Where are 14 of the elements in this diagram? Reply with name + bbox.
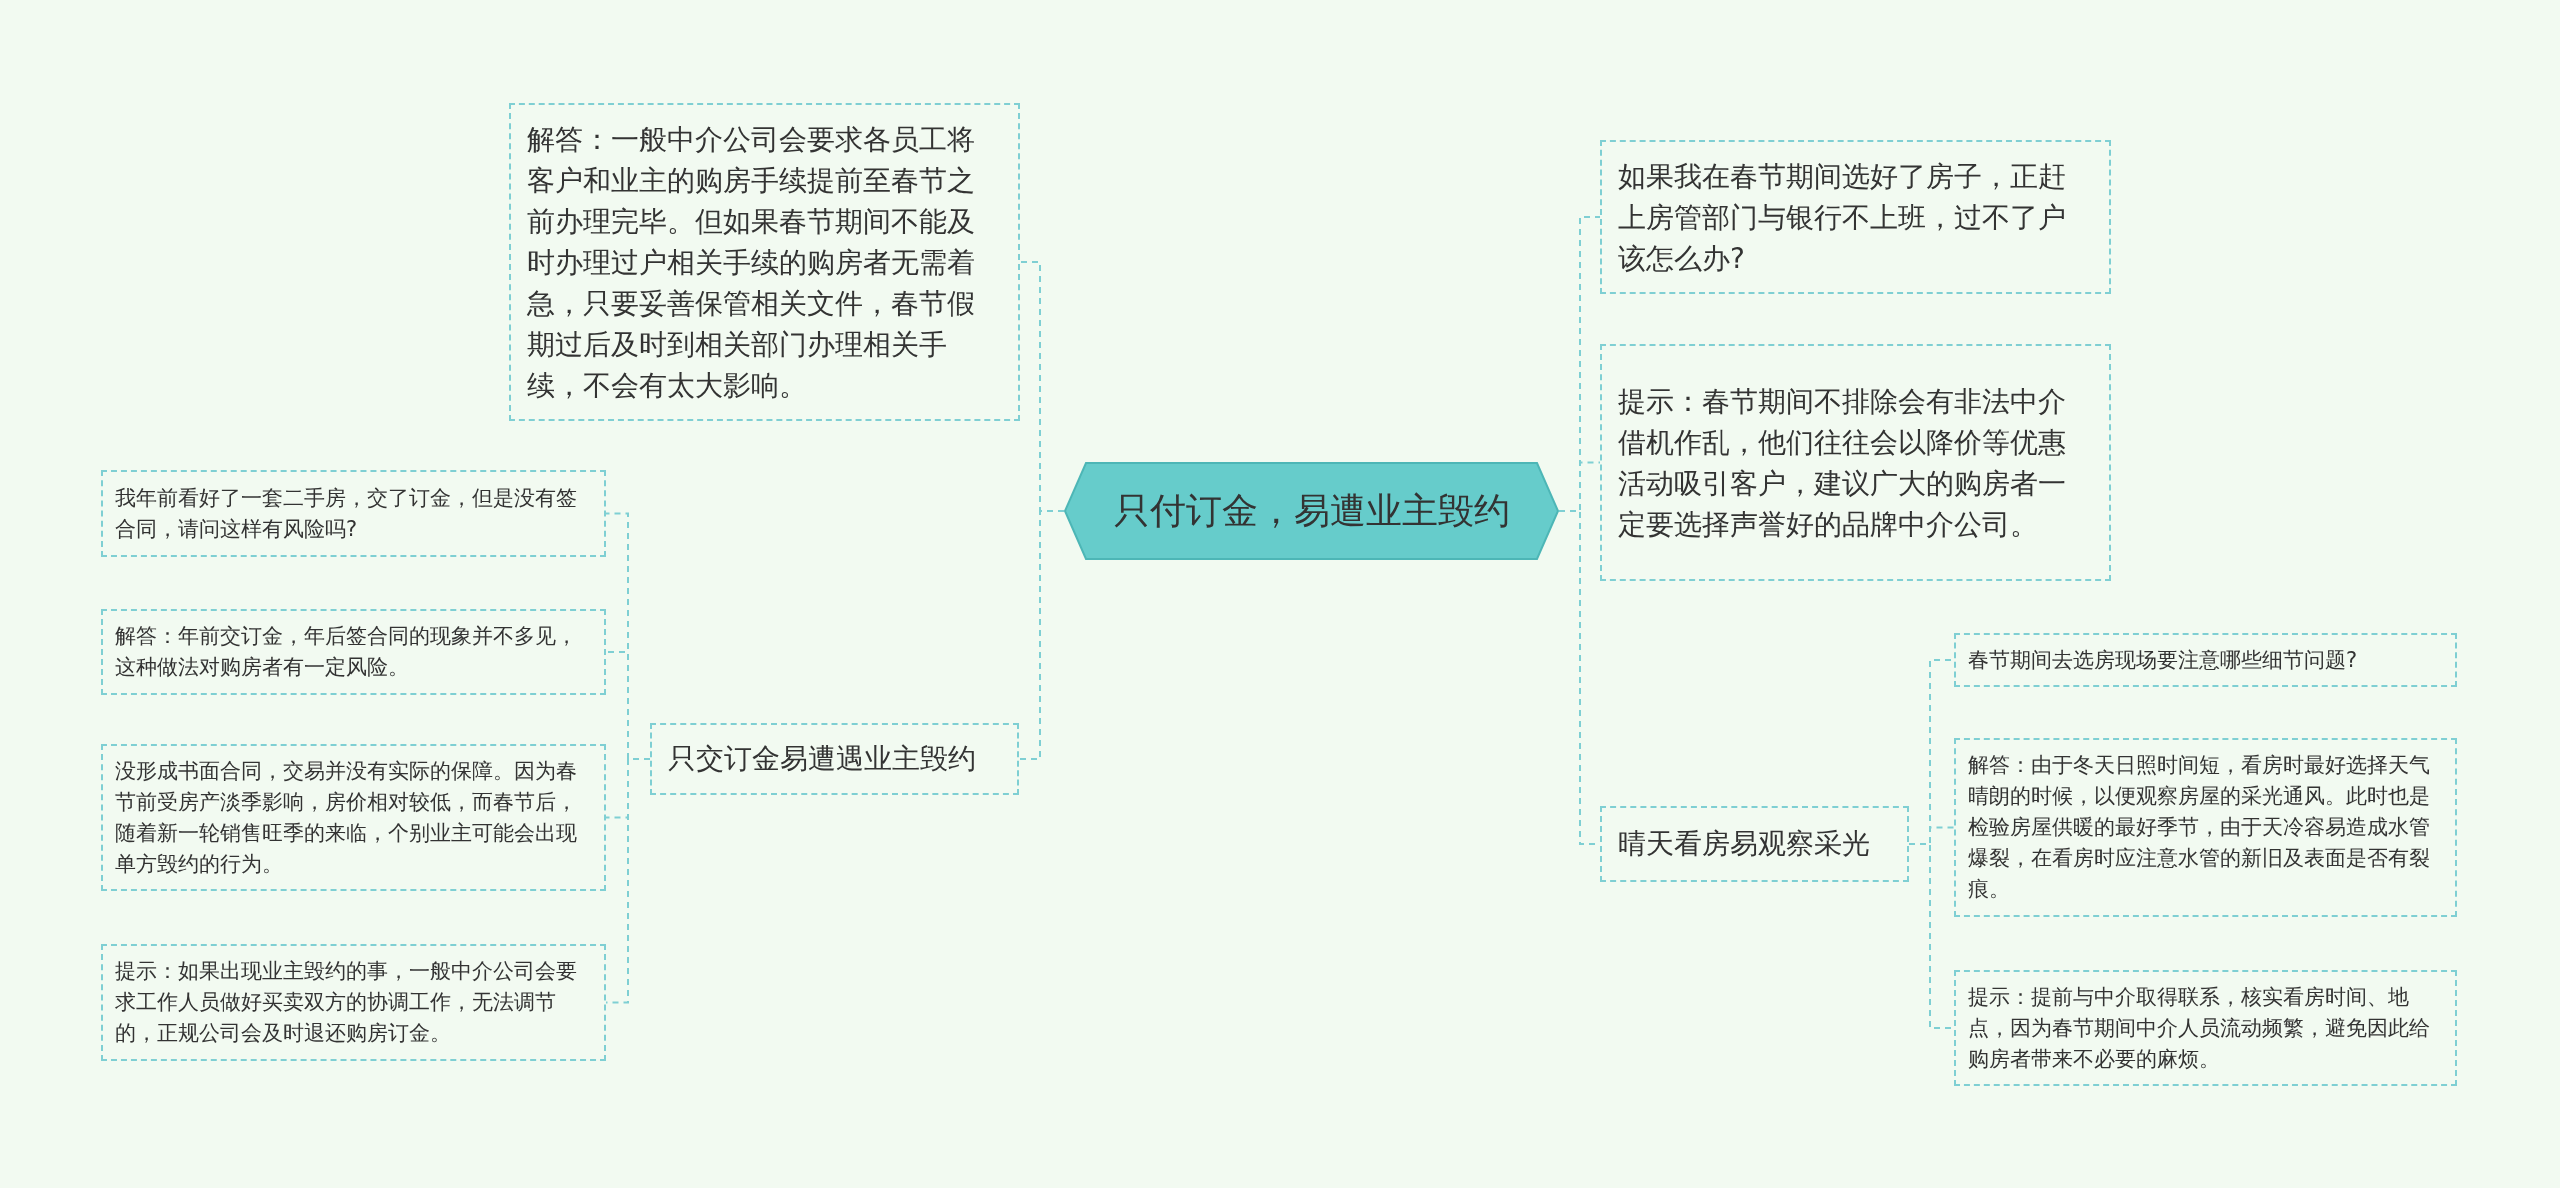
connector-line xyxy=(1018,510,1065,760)
text-box: 解答：年前交订金，年后签合同的现象并不多见，这种做法对购房者有一定风险。 xyxy=(101,609,606,695)
text-box: 只交订金易遭遇业主毁约 xyxy=(650,723,1019,795)
text-box: 解答：一般中介公司会要求各员工将客户和业主的购房手续提前至春节之前办理完毕。但如果春节期间不能及时办理过户相关手续的购房者无需着急，只要妥善保管相关文件，春节假期过后及时到相关部门办理相关手续，不会有太大影响。 xyxy=(509,103,1020,421)
text-box: 晴天看房易观察采光 xyxy=(1600,806,1909,882)
text-box: 春节期间去选房现场要注意哪些细节问题? xyxy=(1954,633,2457,687)
text-box: 提示：如果出现业主毁约的事，一般中介公司会要求工作人员做好买卖双方的协调工作，无法调节的，正规公司会及时退还购房订金。 xyxy=(101,944,606,1061)
topic-hexagon: 只付订金，易遭业主毁约 xyxy=(1064,462,1559,560)
text-box: 没形成书面合同，交易并没有实际的保障。因为春节前受房产淡季影响，房价相对较低，而春节后，随着新一轮销售旺季的来临，个别业主可能会出现单方毁约的行为。 xyxy=(101,744,606,891)
text-box: 提示：春节期间不排除会有非法中介借机作乱，他们往往会以降价等优惠活动吸引客户，建议广大的购房者一定要选择声誉好的品牌中介公司。 xyxy=(1600,344,2111,581)
text-box: 提示：提前与中介取得联系，核实看房时间、地点，因为春节期间中介人员流动频繁，避免因此给购房者带来不必要的麻烦。 xyxy=(1954,970,2457,1086)
text-box: 解答：由于冬天日照时间短，看房时最好选择天气晴朗的时候，以便观察房屋的采光通风。此时也是检验房屋供暖的最好季节，由于天冷容易造成水管爆裂，在看房时应注意水管的新旧及表面是否有裂痕。 xyxy=(1954,738,2457,917)
text-box: 我年前看好了一套二手房，交了订金，但是没有签合同，请问这样有风险吗? xyxy=(101,470,606,557)
text-box: 如果我在春节期间选好了房子，正赶上房管部门与银行不上班，过不了户该怎么办? xyxy=(1600,140,2111,294)
